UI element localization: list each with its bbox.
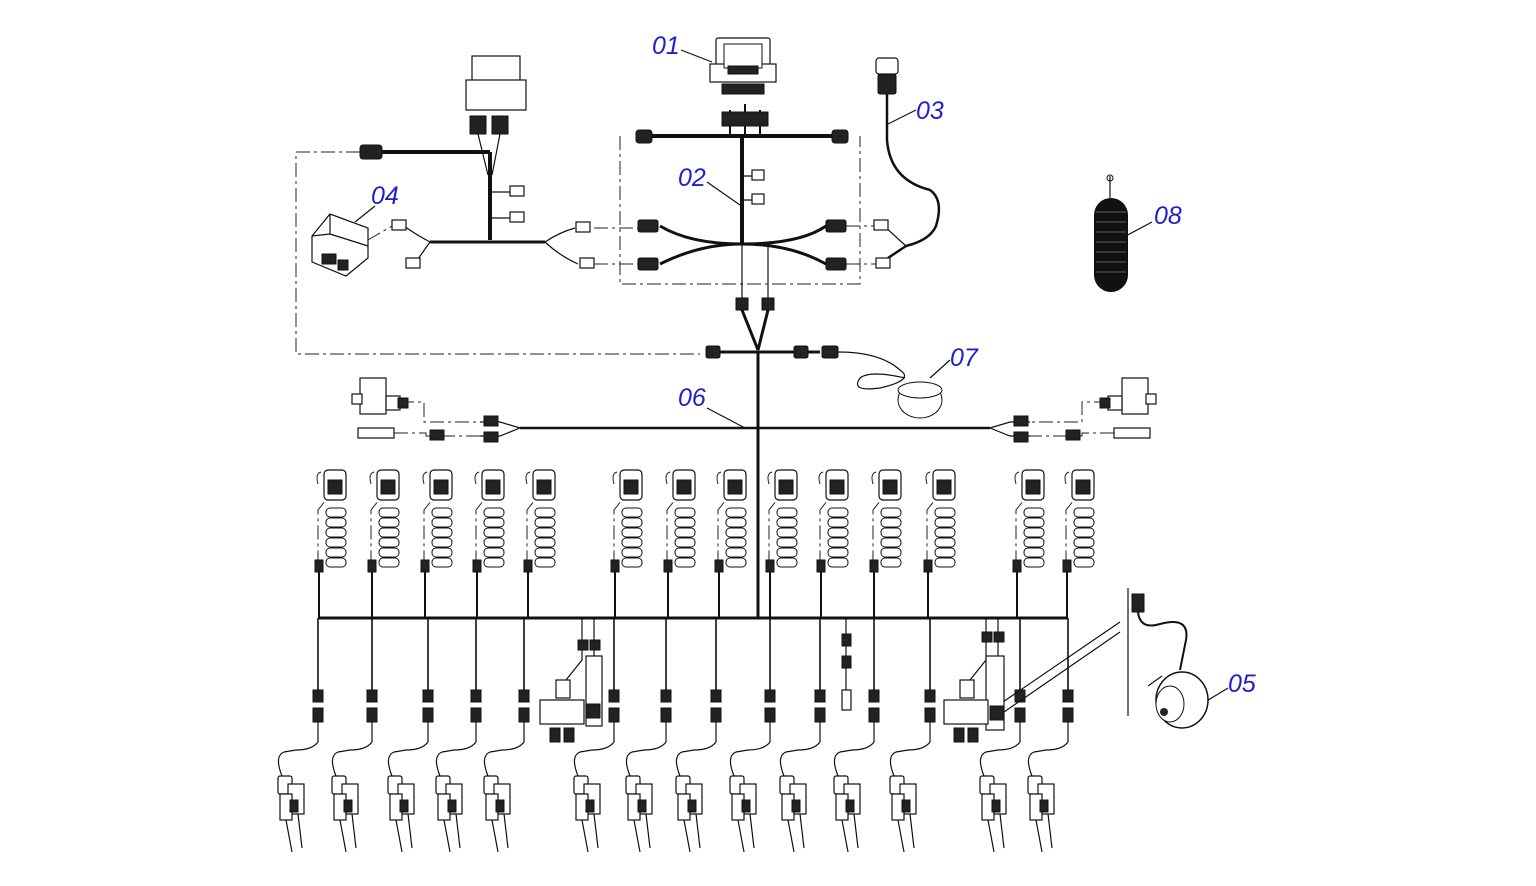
actuator-unit xyxy=(483,618,530,853)
sensor-unit xyxy=(765,469,798,618)
callout-07: 07 xyxy=(950,344,979,372)
sensor-unit xyxy=(1062,469,1095,618)
sensor-unit xyxy=(610,469,643,618)
actuator-unit xyxy=(729,618,776,853)
sensor-unit xyxy=(314,469,347,618)
motor-assembly xyxy=(999,588,1209,729)
actuator-unit xyxy=(979,618,1026,853)
actuator-unit xyxy=(625,618,672,853)
leader-lines xyxy=(354,49,1229,706)
callout-06: 06 xyxy=(678,384,706,412)
sensor-unit xyxy=(420,469,453,618)
callout-01: 01 xyxy=(652,32,680,60)
actuator-unit xyxy=(675,618,722,853)
callout-08: 08 xyxy=(1154,202,1182,230)
callout-labels: 01 02 03 04 05 06 07 08 xyxy=(371,32,1256,698)
sensor-unit xyxy=(663,469,696,618)
actuator-unit xyxy=(1027,618,1074,853)
sensor-unit xyxy=(714,469,747,618)
callout-05: 05 xyxy=(1228,670,1256,698)
pump-right xyxy=(841,618,1005,743)
display-module xyxy=(709,37,777,95)
sensor-unit xyxy=(923,469,956,618)
sensor-unit xyxy=(1012,469,1045,618)
junction xyxy=(705,309,943,419)
actuator-unit xyxy=(779,618,826,853)
actuator-unit xyxy=(573,618,620,853)
actuator-unit xyxy=(331,618,378,853)
connector-cable xyxy=(846,57,941,269)
bus-harness xyxy=(318,352,1157,620)
actuator-unit xyxy=(889,618,936,853)
main-harness xyxy=(619,104,861,311)
sensor-row xyxy=(314,469,1095,618)
callout-03: 03 xyxy=(916,97,944,125)
callout-02: 02 xyxy=(678,164,706,192)
sensor-unit xyxy=(869,469,902,618)
sensor-unit xyxy=(367,469,400,618)
left-harness xyxy=(295,144,700,355)
connector-block xyxy=(311,213,393,277)
pump-left xyxy=(539,618,603,743)
cable-sleeve xyxy=(1094,174,1128,292)
actuator-unit xyxy=(833,618,880,853)
actuator-unit xyxy=(435,618,482,853)
sensor-unit xyxy=(472,469,505,618)
callout-04: 04 xyxy=(371,182,399,210)
sensor-unit xyxy=(523,469,556,618)
actuator-unit xyxy=(277,618,324,853)
actuator-row xyxy=(277,618,1074,853)
sensor-unit xyxy=(816,469,849,618)
actuator-unit xyxy=(387,618,434,853)
control-unit xyxy=(465,55,527,176)
